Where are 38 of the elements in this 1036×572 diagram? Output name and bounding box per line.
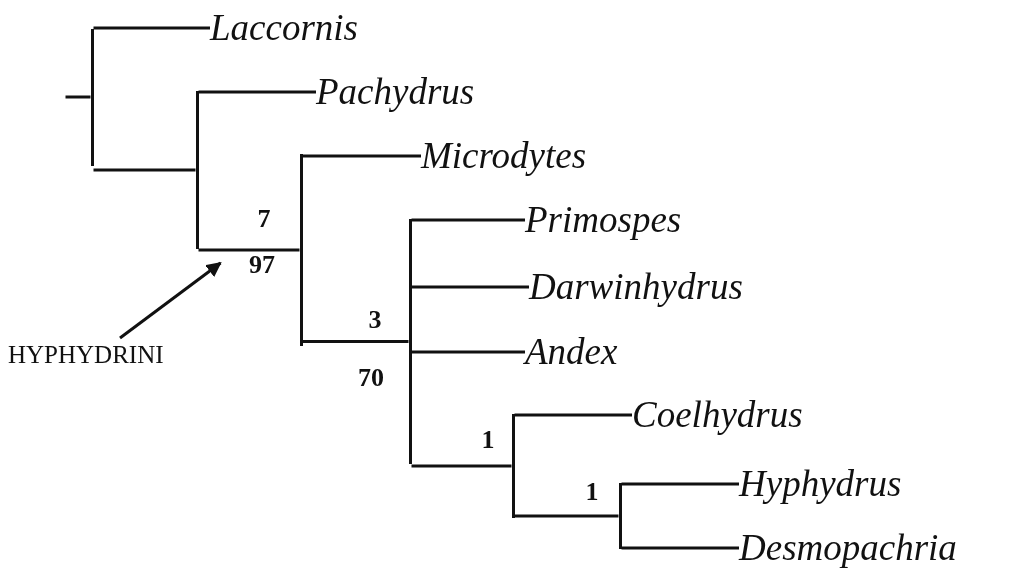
taxon-name: Andex: [525, 330, 618, 374]
branch-line: [198, 90, 316, 94]
branch-node-line: [195, 91, 199, 249]
branch-line: [411, 350, 525, 354]
branch-node-line: [408, 219, 412, 464]
taxon-name: Laccornis: [210, 6, 358, 50]
support-value: 1: [481, 426, 495, 454]
taxon-name: Primospes: [525, 198, 682, 242]
branch-line: [621, 546, 739, 550]
branch-line: [514, 413, 632, 417]
branch-line: [302, 154, 421, 158]
branch-line: [411, 218, 525, 222]
arrow: [119, 261, 222, 340]
taxon-name: Darwinhydrus: [529, 265, 743, 309]
branch-line: [621, 482, 739, 486]
branch-line: [93, 168, 196, 172]
branch-line: [65, 95, 91, 99]
branch-node-line: [511, 414, 515, 518]
taxon-name: Pachydrus: [316, 70, 475, 114]
taxon-name: Desmopachria: [739, 526, 957, 570]
taxon-name: Microdytes: [421, 134, 587, 178]
taxon-name: Hyphydrus: [739, 462, 902, 506]
branch-node-line: [90, 29, 94, 166]
support-value: 3: [368, 306, 382, 334]
clade-name: HYPHYDRINI: [8, 340, 164, 370]
branch-line: [302, 340, 409, 343]
branch-line: [514, 514, 619, 518]
support-value: 7: [257, 205, 271, 233]
branch-node-line: [299, 154, 303, 346]
support-value: 1: [585, 478, 599, 506]
support-value: 97: [249, 251, 275, 279]
branch-line: [198, 248, 300, 252]
taxon-name: Coelhydrus: [632, 393, 803, 437]
branch-line: [411, 285, 529, 289]
branch-line: [93, 26, 210, 30]
support-value: 70: [358, 364, 384, 392]
branch-line: [411, 464, 512, 468]
branch-node-line: [618, 483, 622, 549]
